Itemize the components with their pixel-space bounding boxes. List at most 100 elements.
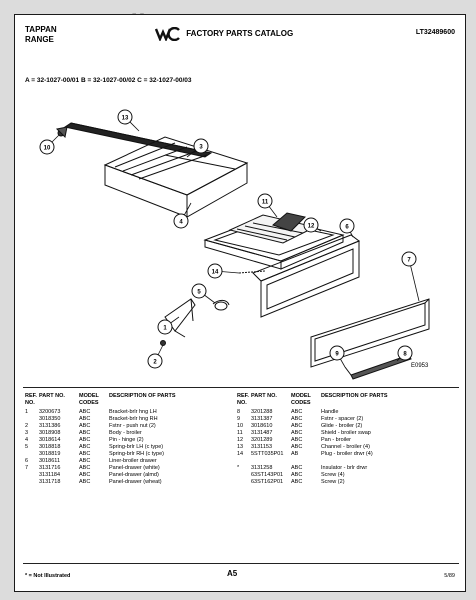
model-code-cell: ABC — [291, 416, 303, 422]
callout-12: 12 — [303, 217, 319, 233]
part-no-cell: 3131387 — [251, 416, 273, 422]
wci-logo-icon — [155, 27, 180, 41]
ref-no-cell: * — [237, 465, 240, 471]
handle-part — [350, 354, 412, 380]
callout-8: 8 — [397, 345, 413, 361]
table-row — [237, 458, 411, 465]
description-cell: Pan - broiler — [321, 437, 351, 443]
callout-4: 4 — [173, 213, 189, 229]
description-cell: Screw (2) — [321, 479, 345, 485]
part-no-cell: 3018614 — [39, 437, 61, 443]
description-cell: Bracket-brlr hng LH — [109, 409, 157, 415]
callout-3: 3 — [193, 138, 209, 154]
svg-text:11: 11 — [262, 200, 269, 206]
svg-text:9: 9 — [335, 352, 339, 358]
part-no-cell: 3018350 — [39, 416, 61, 422]
svg-text:6: 6 — [345, 225, 349, 231]
part-no-cell: 3131184 — [39, 472, 61, 478]
ref-no-cell: 10 — [237, 423, 244, 429]
model-code-cell: AB — [291, 451, 299, 457]
svg-text:8: 8 — [403, 352, 407, 358]
svg-text:5: 5 — [197, 290, 201, 296]
model-code-cell: ABC — [291, 409, 303, 415]
part-no-cell: 3131386 — [39, 423, 61, 429]
callout-14: 14 — [207, 263, 223, 279]
ref-no-cell: 2 — [25, 423, 29, 429]
description-header: DESCRIPTION OF PARTS — [109, 393, 176, 399]
ref-no-header: REF. NO. — [25, 393, 37, 406]
description-cell: Pin - hinge (2) — [109, 437, 144, 443]
catalog-header: FACTORY PARTS CATALOG — [155, 27, 293, 41]
model-code-cell: ABC — [291, 472, 303, 478]
ref-no-cell: 6 — [25, 458, 29, 464]
svg-text:12: 12 — [308, 224, 315, 230]
diagram-code: E0953 — [411, 363, 429, 369]
drawer-panel-part — [310, 298, 430, 368]
part-no-header: PART NO. — [39, 393, 65, 399]
ref-no-cell: 1 — [25, 409, 29, 415]
model-code-cell: ABC — [291, 430, 303, 436]
model-codes-header: MODEL CODES — [79, 393, 99, 406]
spacer-part — [344, 366, 352, 376]
table-header: REF. NO.PART NO. MODEL CODES DESCRIPTION O… — [25, 393, 199, 409]
callout-5: 5 — [191, 283, 207, 299]
spring-part — [212, 299, 230, 311]
description-cell: Handle — [321, 409, 339, 415]
ref-no-cell: 11 — [237, 430, 243, 436]
ref-no-cell: 9 — [237, 416, 241, 422]
brand-block: TAPPAN RANGE — [25, 25, 57, 45]
model-code-cell: ABC — [79, 465, 91, 471]
model-code-cell: ABC — [79, 437, 91, 443]
part-no-cell: 3018818 — [39, 444, 61, 450]
ref-no-cell: 7 — [25, 465, 29, 471]
table-row: 8 3201288 ABC Handle — [237, 409, 411, 416]
description-header: DESCRIPTION OF PARTS — [321, 393, 388, 399]
model-code-cell: ABC — [79, 409, 91, 415]
description-cell: Liner-broiler drawer — [109, 458, 157, 464]
part-no-cell: 3201289 — [251, 437, 273, 443]
table-header: REF. NO.PART NO.MODEL CODESDESCRIPTION O… — [237, 393, 411, 409]
svg-text:4: 4 — [179, 220, 183, 226]
parts-table-right: REF. NO.PART NO.MODEL CODESDESCRIPTION O… — [237, 393, 411, 486]
table-row: 1 3200673 ABC Bracket-brlr hng LH — [25, 409, 199, 416]
part-no-cell: 3200673 — [39, 409, 61, 415]
model-code-cell: ABC — [291, 479, 303, 485]
description-cell: Panel-drawer (wheat) — [109, 479, 162, 485]
callout-11: 11 — [257, 193, 273, 209]
part-no-cell: 3131153 — [251, 444, 273, 450]
ref-no-header: REF. NO. — [237, 393, 249, 406]
callout-markers: 13 10 3 4 11 12 6 7 14 5 1 2 9 8 — [39, 109, 417, 369]
callout-10: 10 — [39, 139, 55, 155]
description-cell: Spring-brlr LH (c type) — [109, 444, 164, 450]
part-no-cell: 5STT035P01 — [251, 451, 284, 457]
part-no-cell: 3018908 — [39, 430, 61, 436]
model-code-cell: ABC — [79, 479, 91, 485]
part-no-cell: 63ST162P01 — [251, 479, 284, 485]
model-code-cell: ABC — [291, 423, 303, 429]
description-cell: Glide - broiler (2) — [321, 423, 363, 429]
catalog-title: FACTORY PARTS CATALOG — [186, 29, 294, 39]
description-cell: Panel-drawer (almd) — [109, 472, 159, 478]
model-code-cell: ABC — [79, 423, 91, 429]
description-cell: Body - broiler — [109, 430, 142, 436]
drawer-liner-part — [252, 234, 361, 318]
callout-6: 6 — [339, 218, 355, 234]
part-no-cell: 3201288 — [251, 409, 273, 415]
model-code-cell: ABC — [79, 416, 91, 422]
part-no-cell: 3018819 — [39, 451, 61, 457]
callout-2: 2 — [147, 353, 163, 369]
ref-no-cell: 8 — [237, 409, 241, 415]
callout-7: 7 — [401, 251, 417, 267]
part-no-cell: 63ST143P01 — [251, 472, 284, 478]
